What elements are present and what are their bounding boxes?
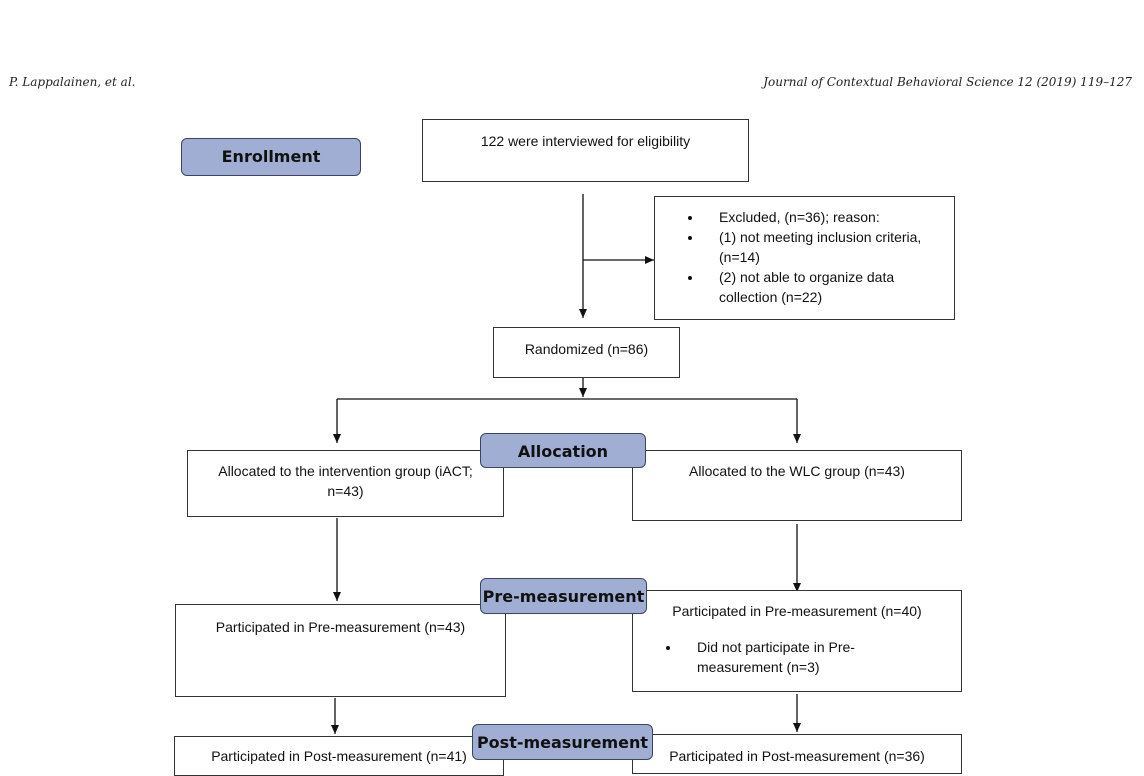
excluded-item: (1) not meeting inclusion criteria, (n=1…	[703, 227, 943, 267]
section-label-pre-measurement: Pre-measurement	[480, 578, 647, 614]
box-post-intervention-text: Participated in Post-measurement (n=41)	[211, 748, 467, 764]
box-pre-wlc: Participated in Pre-measurement (n=40) D…	[632, 590, 962, 692]
box-randomized: Randomized (n=86)	[493, 327, 680, 378]
box-randomized-text: Randomized (n=86)	[524, 341, 649, 357]
excluded-item: (2) not able to organize data collection…	[703, 267, 943, 307]
running-head-authors: P. Lappalainen, et al.	[9, 75, 136, 89]
box-alloc-wlc-text: Allocated to the WLC group (n=43)	[689, 463, 905, 479]
box-pre-wlc-text: Participated in Pre-measurement (n=40)	[672, 603, 922, 619]
pre-wlc-note: Did not participate in Pre-measurement (…	[681, 637, 881, 677]
box-post-wlc-text: Participated in Post-measurement (n=36)	[669, 748, 925, 764]
excluded-item: Excluded, (n=36); reason:	[703, 207, 943, 227]
box-post-intervention: Participated in Post-measurement (n=41)	[174, 736, 504, 776]
box-interviewed: 122 were interviewed for eligibility	[422, 119, 749, 182]
section-label-enrollment: Enrollment	[181, 138, 361, 176]
section-label-allocation: Allocation	[480, 433, 646, 468]
box-excluded: Excluded, (n=36); reason: (1) not meetin…	[654, 196, 955, 320]
box-alloc-intervention-text: Allocated to the intervention group (iAC…	[218, 463, 473, 499]
box-pre-intervention-text: Participated in Pre-measurement (n=43)	[215, 619, 466, 635]
running-head-journal: Journal of Contextual Behavioral Science…	[763, 75, 1132, 89]
section-label-post-measurement: Post-measurement	[472, 724, 653, 760]
box-post-wlc: Participated in Post-measurement (n=36)	[632, 734, 962, 774]
box-alloc-intervention: Allocated to the intervention group (iAC…	[187, 450, 504, 517]
box-pre-intervention: Participated in Pre-measurement (n=43)	[175, 604, 506, 697]
box-alloc-wlc: Allocated to the WLC group (n=43)	[632, 450, 962, 521]
box-interviewed-text: 122 were interviewed for eligibility	[480, 133, 691, 149]
